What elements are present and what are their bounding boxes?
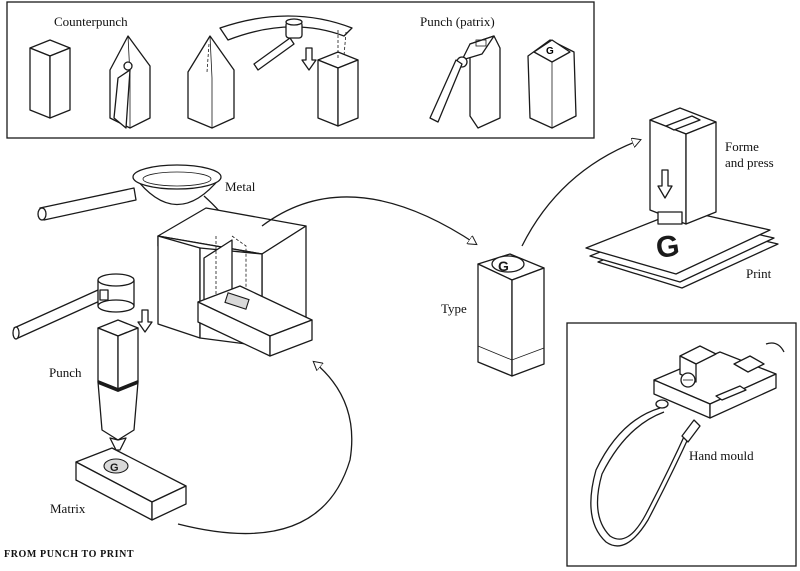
punch-patrix-finished: G bbox=[527, 39, 577, 129]
label-punch-patrix: Punch (patrix) bbox=[420, 14, 495, 29]
striking-punch bbox=[317, 30, 359, 127]
svg-text:G: G bbox=[498, 258, 509, 274]
down-arrow-punch bbox=[137, 309, 153, 333]
label-metal: Metal bbox=[225, 179, 256, 194]
steel-punch bbox=[97, 319, 139, 451]
label-counterpunch: Counterpunch bbox=[54, 14, 128, 29]
punch-patrix-cut bbox=[429, 35, 501, 129]
label-print: Print bbox=[746, 266, 772, 281]
hand-mould-panel bbox=[566, 322, 797, 567]
label-matrix: Matrix bbox=[50, 501, 86, 516]
arrow-matrix-to-mould bbox=[177, 362, 353, 535]
label-forme: Forme bbox=[725, 139, 759, 154]
print-letter: G bbox=[654, 229, 682, 265]
hammer-top bbox=[253, 18, 303, 71]
label-hand-mould: Hand mould bbox=[689, 448, 754, 463]
counterpunch-finished bbox=[187, 35, 235, 129]
svg-text:G: G bbox=[110, 462, 119, 474]
arrow-type-to-forme bbox=[521, 140, 640, 247]
down-arrow-top bbox=[301, 47, 317, 71]
svg-text:G: G bbox=[546, 46, 554, 57]
label-punch: Punch bbox=[49, 365, 82, 380]
copper-matrix: G bbox=[75, 447, 187, 521]
hand-mould-tool bbox=[653, 342, 785, 419]
print-paper bbox=[585, 209, 779, 289]
printing-type bbox=[649, 107, 717, 225]
label-type: Type bbox=[441, 301, 467, 316]
hand-mould-spring bbox=[590, 407, 701, 547]
label-and-press: and press bbox=[725, 155, 774, 170]
steel-bar-blank bbox=[29, 39, 71, 119]
type-sort: G bbox=[477, 253, 545, 377]
arrow-mould-to-type bbox=[261, 196, 476, 244]
figure-caption: FROM PUNCH TO PRINT bbox=[4, 549, 135, 560]
counterpunch-cut bbox=[109, 35, 151, 129]
hammer bbox=[12, 273, 135, 340]
punch-making-panel bbox=[6, 1, 595, 139]
casting-mould bbox=[157, 207, 313, 357]
swing-arc bbox=[219, 15, 353, 41]
metal-ladle bbox=[37, 164, 222, 221]
